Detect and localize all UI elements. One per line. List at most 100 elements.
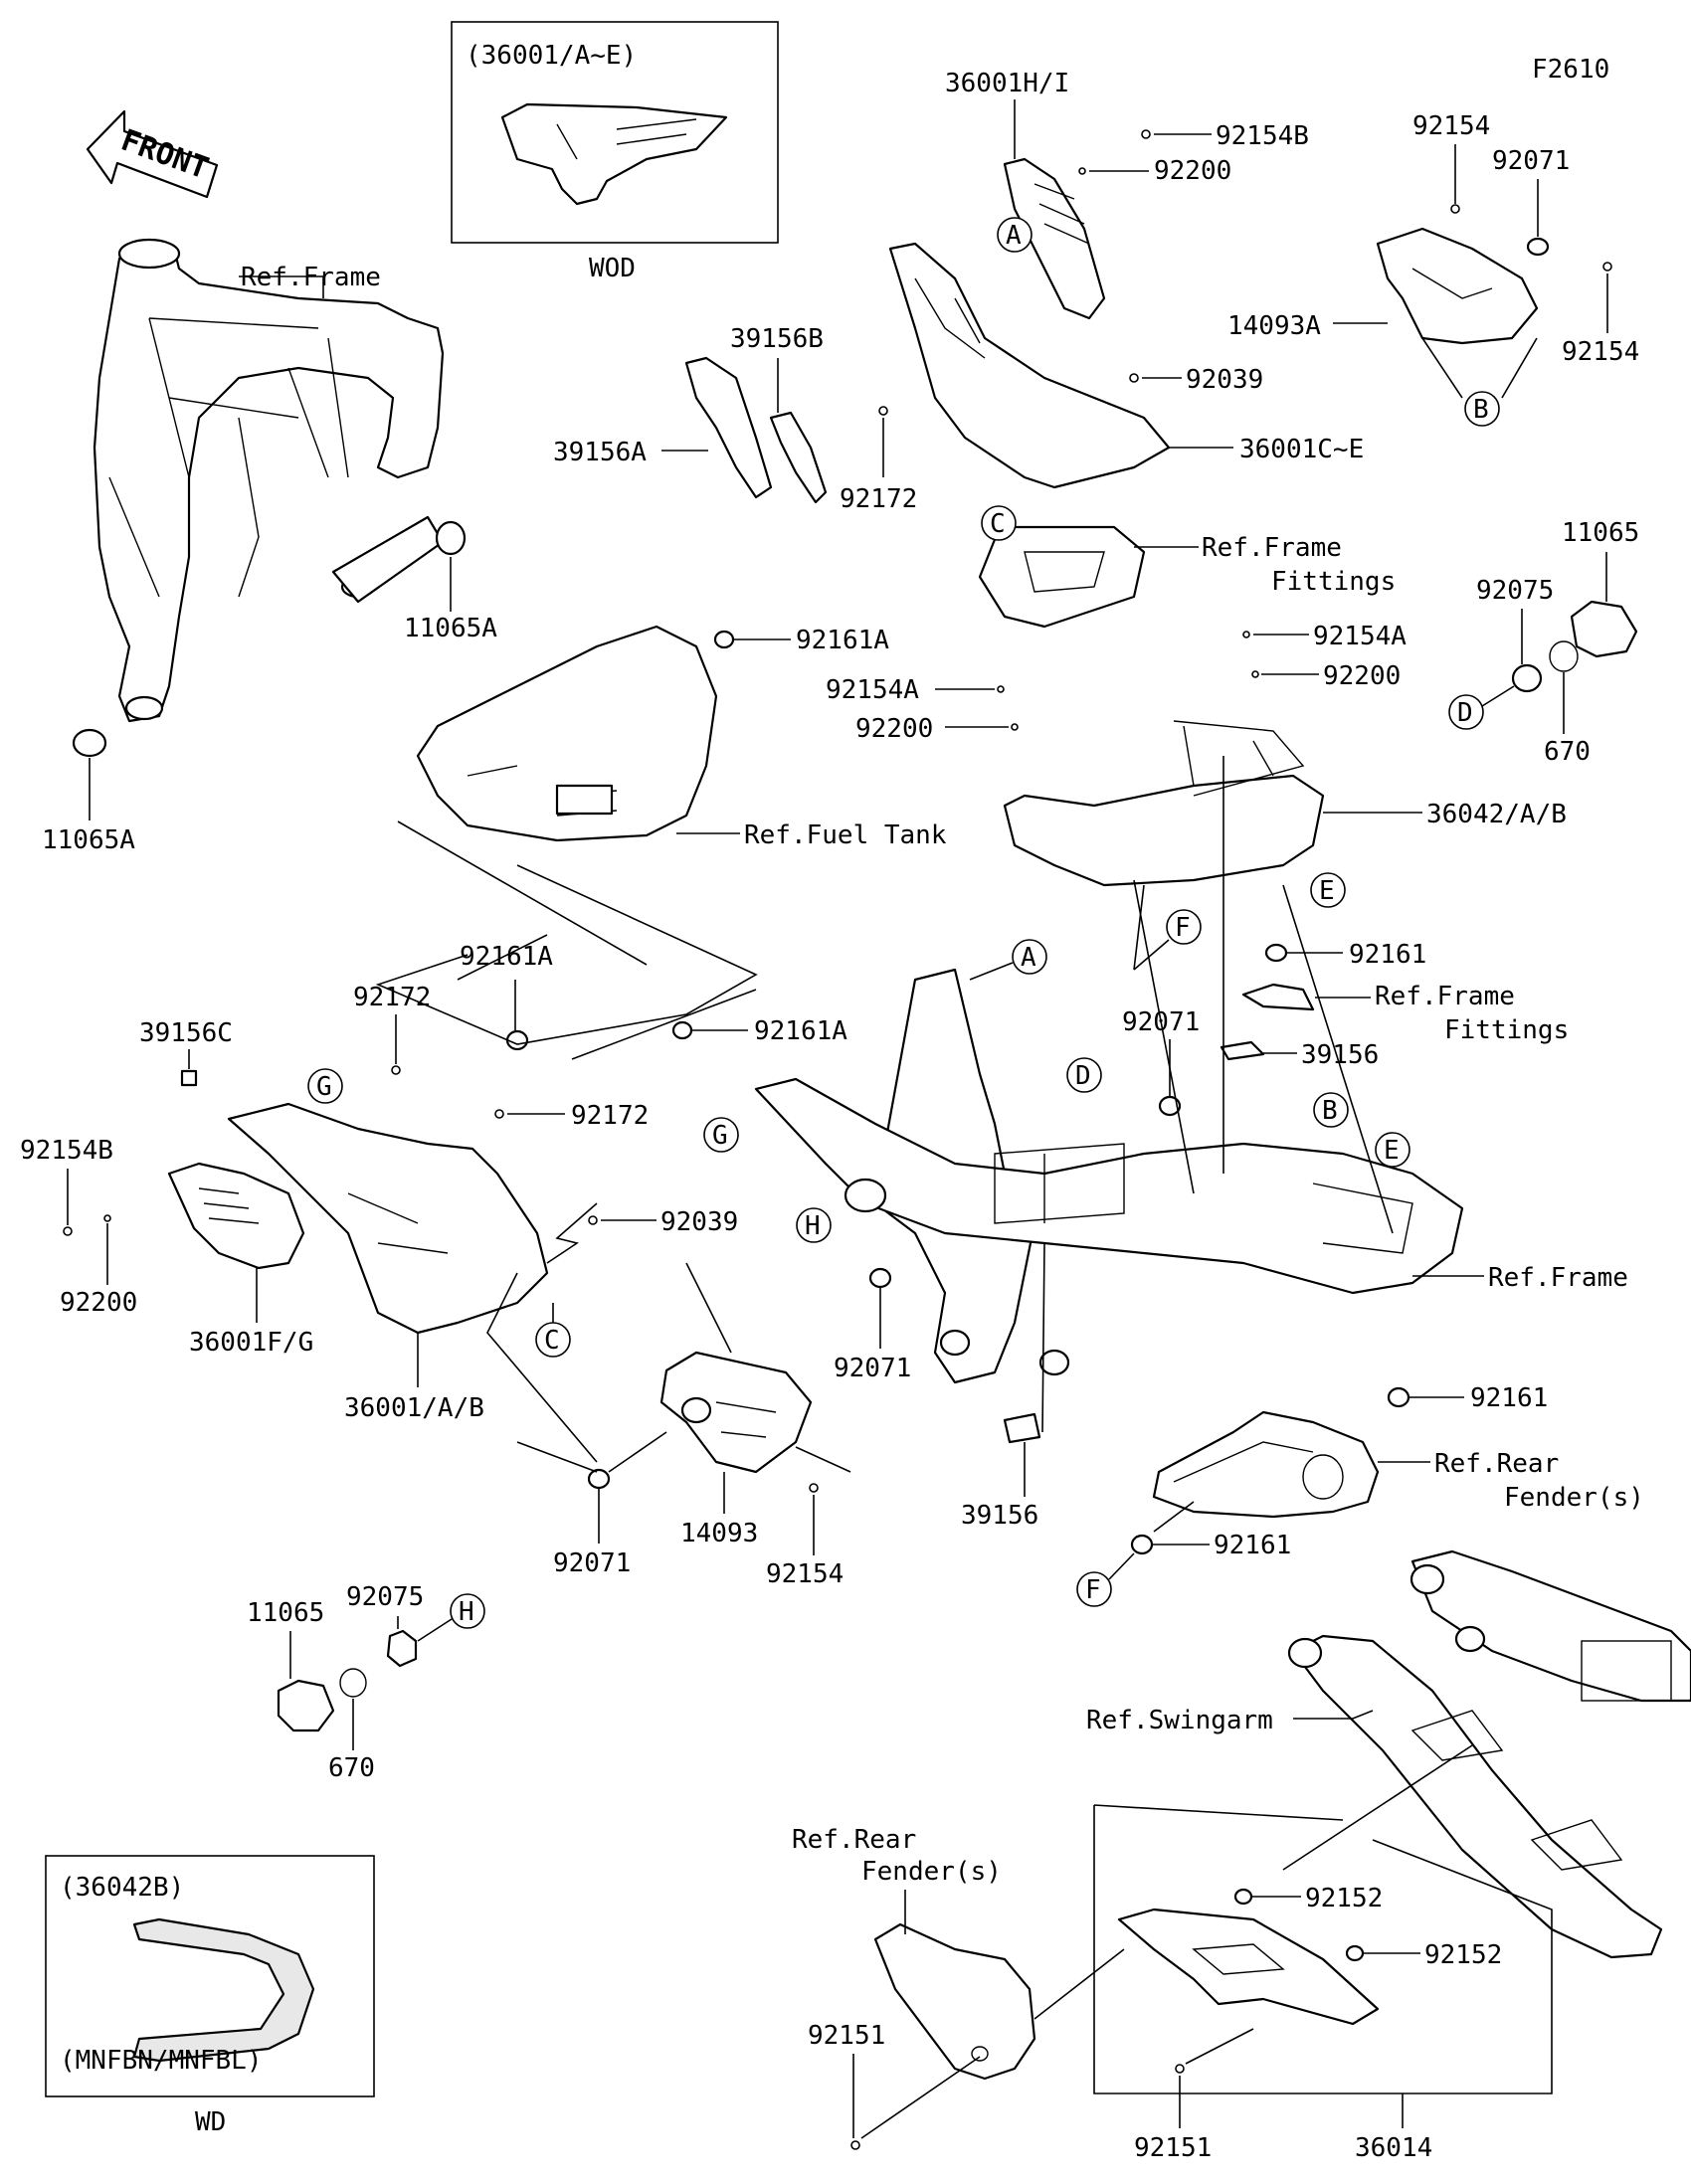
washer-92200-left-low-icon (103, 1214, 111, 1222)
marker-D-mid (1066, 1057, 1102, 1093)
bolt-92154A-right-icon (1242, 631, 1250, 638)
bolt-92039-mid-icon (588, 1215, 598, 1225)
marker-D-mid-letter: D (1075, 1061, 1091, 1091)
p92161-right: 92161 (1349, 940, 1426, 970)
grommet-92161-right-icon (1264, 943, 1288, 963)
inset-top-label: (36001/A~E) (466, 41, 637, 71)
bolt-92172-left-icon (391, 1065, 401, 1075)
marker-H-left-letter: H (459, 1597, 474, 1627)
bushing-11065A-a-icon (435, 520, 467, 556)
p14093A: 14093A (1227, 311, 1321, 341)
p11065A-a: 11065A (404, 614, 497, 643)
bolt-92154-low-icon (809, 1483, 819, 1493)
marker-G-left-letter: G (316, 1072, 332, 1102)
marker-G-mid-letter: G (712, 1121, 728, 1151)
ref-rear-fender-2-drawing (873, 1922, 1036, 2081)
grommet-set-left-drawing (277, 1629, 418, 1732)
ref-frame-fittings-1a: Ref.Frame (1202, 533, 1342, 563)
marker-H-left (450, 1593, 485, 1629)
p39156C: 39156C (139, 1018, 233, 1048)
bolt-92154B-top-icon (1141, 129, 1151, 139)
bolt-92154-top-icon (1450, 204, 1460, 214)
bolt-92151-left-icon (850, 2140, 860, 2150)
bolt-92154B-left-icon (63, 1226, 73, 1236)
p92039-mid: 92039 (660, 1207, 738, 1237)
p670-right: 670 (1544, 737, 1591, 767)
bolt-92039-top-icon (1129, 373, 1139, 383)
ref-fuel-tank: Ref.Fuel Tank (744, 820, 947, 850)
marker-A-mid (1012, 939, 1047, 975)
marker-G-mid (703, 1117, 739, 1153)
ref-rear-fender-2a: Ref.Rear (792, 1825, 916, 1855)
ref-frame-top: Ref.Frame (241, 263, 381, 292)
marker-E-top-letter: E (1319, 876, 1335, 906)
bolt-92154A-left-icon (997, 685, 1005, 693)
p92161A-mid2: 92161A (754, 1016, 847, 1046)
side-cover-36001AB-drawing (227, 1102, 549, 1335)
ref-frame-fittings-2b: Fittings (1444, 1015, 1569, 1045)
chain-guard-36014-drawing (1117, 1908, 1380, 2026)
grommet-92161-rf2-icon (1130, 1534, 1154, 1555)
ref-swingarm: Ref.Swingarm (1086, 1706, 1273, 1735)
p92071-low2: 92071 (553, 1548, 631, 1578)
p39156B: 39156B (730, 324, 824, 354)
p92200-right: 92200 (1323, 661, 1401, 691)
marker-C-left-letter: C (544, 1326, 560, 1356)
ref-swingarm-drawing (1287, 1549, 1691, 1959)
marker-F-low (1076, 1571, 1112, 1607)
p92172-left: 92172 (353, 983, 431, 1012)
p92200-left-low: 92200 (60, 1288, 137, 1318)
p11065-right: 11065 (1562, 518, 1639, 548)
diagram-code: F2610 (1532, 55, 1609, 85)
p670-left: 670 (328, 1753, 375, 1783)
marker-C-top-letter: C (990, 509, 1006, 539)
p92071-low: 92071 (834, 1354, 911, 1383)
p92039-top: 92039 (1186, 365, 1263, 395)
bolt-92151-right-icon (1175, 2064, 1185, 2074)
grommet-set-right-drawing (1511, 600, 1638, 693)
p92200-left: 92200 (855, 714, 933, 744)
p92154B-left: 92154B (20, 1136, 113, 1166)
marker-F-top-letter: F (1175, 913, 1191, 943)
p92154A-left: 92154A (826, 675, 919, 705)
cover-14093-drawing (659, 1351, 813, 1474)
marker-E-mid-letter: E (1384, 1136, 1400, 1166)
cover-14093A-drawing (1376, 227, 1539, 345)
p36014: 36014 (1355, 2133, 1432, 2163)
bolt-92154-right-icon (1602, 262, 1612, 272)
marker-A-mid-letter: A (1021, 943, 1036, 973)
p36001FG: 36001F/G (189, 1328, 313, 1358)
inset-bottom-caption: WD (195, 2107, 226, 2137)
inset-bottom-label: (36042B) (60, 1873, 184, 1903)
p39156-low: 39156 (961, 1501, 1038, 1531)
frame-fitting-tray-drawing (978, 525, 1146, 629)
bolt-92172-mid-icon (494, 1109, 504, 1119)
p92151-right: 92151 (1134, 2133, 1212, 2163)
clip-39156C-icon (180, 1069, 198, 1087)
marker-F-low-letter: F (1085, 1575, 1101, 1605)
p92154B-top: 92154B (1216, 121, 1309, 151)
p92172-mid: 92172 (571, 1101, 649, 1131)
grommet-92071-low-icon (868, 1267, 892, 1289)
p92161A-top: 92161A (796, 626, 889, 655)
ref-rear-fender-2b: Fender(s) (861, 1857, 1002, 1887)
p92161-rf2: 92161 (1214, 1531, 1291, 1560)
frame-fitting-bracket-icon (1241, 983, 1315, 1011)
ref-frame-fittings-1b: Fittings (1271, 567, 1396, 597)
p92172-top: 92172 (840, 484, 917, 514)
ref-frame-top-drawing (93, 238, 445, 723)
p36001HI: 36001H/I (945, 69, 1069, 98)
p92154A-right: 92154A (1313, 622, 1407, 651)
p14093: 14093 (680, 1519, 758, 1548)
p92152-b: 92152 (1424, 1940, 1502, 1970)
p92154-right: 92154 (1562, 337, 1639, 367)
grommet-92071-top-icon (1526, 237, 1550, 257)
ref-rear-fender-1a: Ref.Rear (1434, 1449, 1559, 1479)
marker-C-top (981, 505, 1017, 541)
inset-bottom-models: (MNFBN/MNFBL) (60, 2046, 263, 2076)
grommet-92152-b-icon (1345, 1944, 1365, 1962)
ref-frame-mid-drawing (754, 968, 1464, 1384)
marker-G-left (307, 1068, 343, 1104)
clip-39156-mid-icon (1220, 1040, 1265, 1061)
